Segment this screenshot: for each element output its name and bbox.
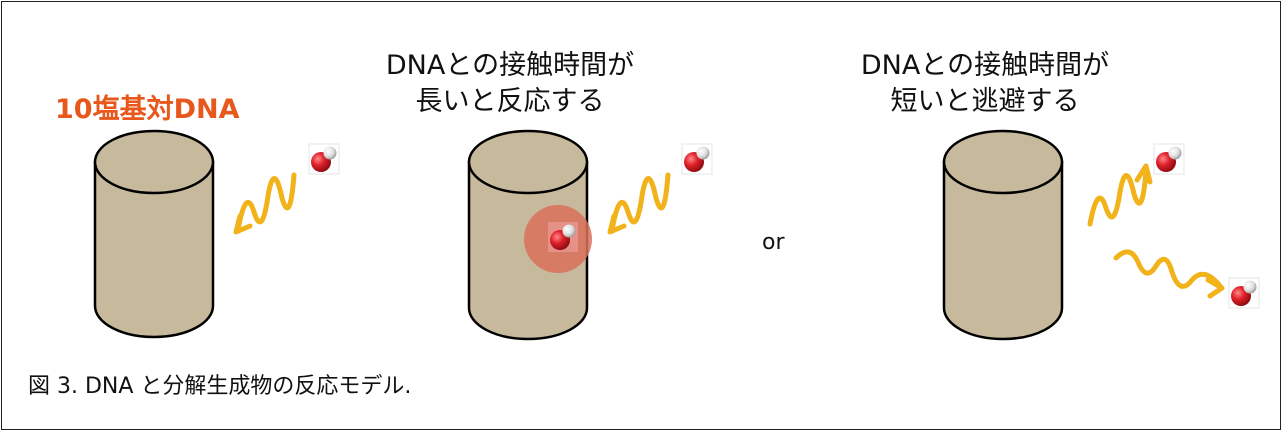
caption-long-contact-line2: 長いと反応する <box>415 86 605 117</box>
dna-cylinder-left <box>93 129 215 339</box>
dna-title: 10塩基対DNA <box>55 94 240 125</box>
caption-long-contact: DNAとの接触時間が 長いと反応する <box>360 48 660 120</box>
hydroxyl-molecule-right-upper-icon <box>1153 143 1185 175</box>
wavy-arrow-left-icon <box>233 172 297 235</box>
hydroxyl-molecule-left-icon <box>308 143 340 175</box>
caption-long-contact-line1: DNAとの接触時間が <box>385 50 635 81</box>
figure-caption: 図 3. DNA と分解生成物の反応モデル. <box>28 374 412 399</box>
caption-short-contact-line2: 短いと逃避する <box>890 86 1080 117</box>
wavy-arrow-right-lower-icon <box>1113 249 1225 299</box>
dna-cylinder-right <box>942 129 1064 341</box>
caption-short-contact-line1: DNAとの接触時間が <box>860 50 1110 81</box>
wavy-arrow-right-upper-icon <box>1087 163 1153 227</box>
wavy-arrow-middle-icon <box>607 172 671 235</box>
hydroxyl-molecule-right-lower-icon <box>1228 277 1260 309</box>
or-label: or <box>762 230 785 255</box>
caption-short-contact: DNAとの接触時間が 短いと逃避する <box>835 48 1135 120</box>
hydroxyl-molecule-middle-icon <box>681 143 713 175</box>
reacting-molecule-icon <box>548 222 578 252</box>
